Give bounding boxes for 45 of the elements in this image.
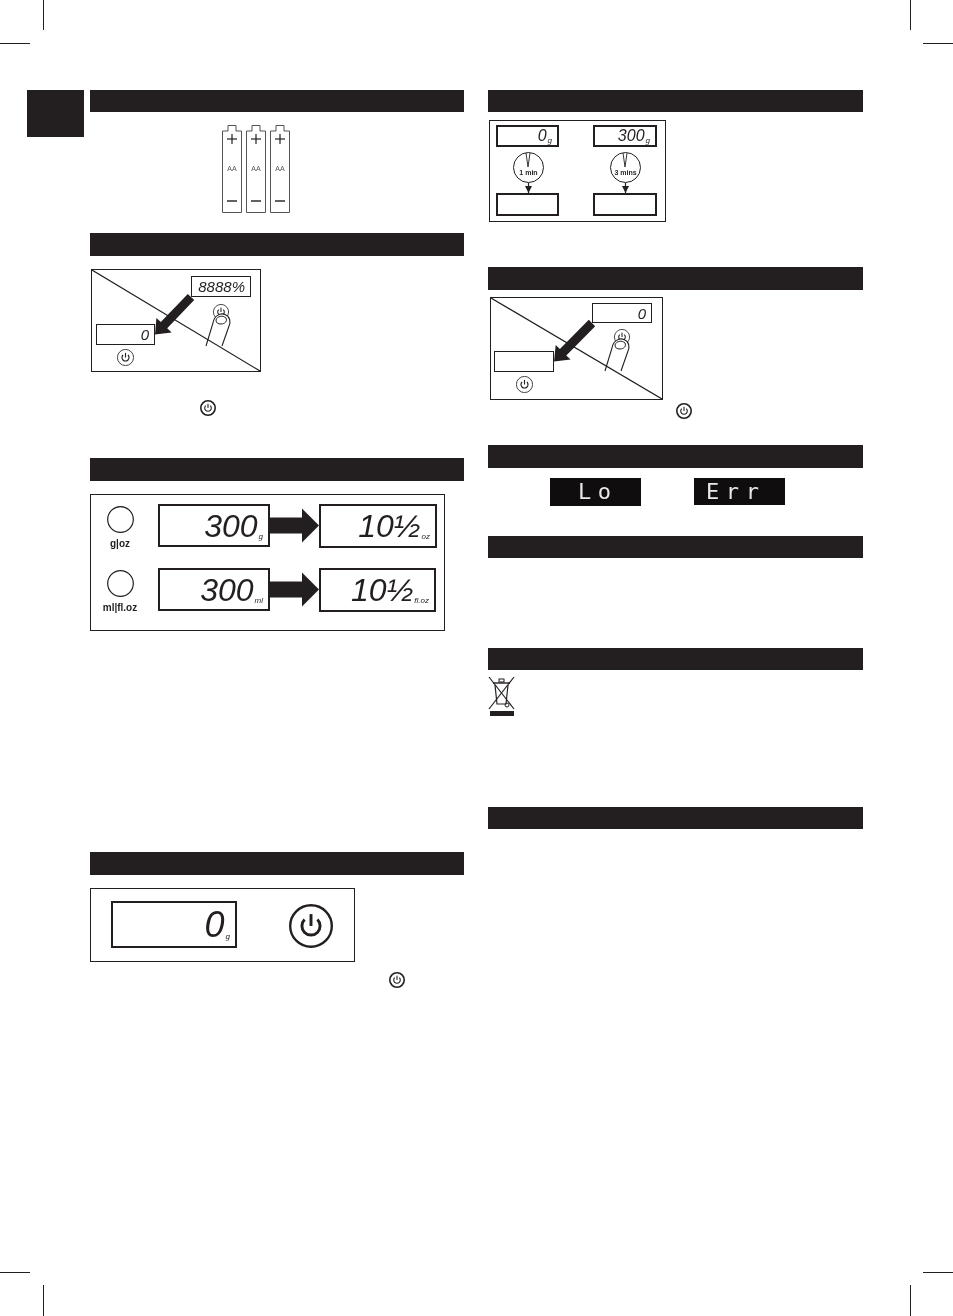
lcd-display: [593, 125, 657, 147]
lcd-display: [319, 568, 436, 612]
lcd-display: [496, 125, 559, 147]
illustration-panel: [90, 888, 355, 962]
display-reading: 300$_{g}$: [204, 509, 263, 542]
lcd-display: [319, 504, 437, 548]
display-reading: 8888%: [198, 279, 245, 294]
display-reading: 10½$_{fl.oz}$: [351, 574, 429, 606]
lcd-display: [158, 504, 270, 547]
button-label: ml|fl.oz: [102, 603, 138, 613]
display-reading: 10½$_{oz}$: [358, 510, 430, 542]
illustration-panel: [490, 297, 663, 400]
lcd-display: [694, 478, 785, 505]
blank-display: [496, 193, 559, 216]
display-reading: 0$_{g}$: [204, 906, 230, 943]
block-arrow: [270, 508, 319, 543]
display-reading: 0$_{g}$: [537, 128, 552, 144]
blank-display: [593, 193, 657, 216]
illustration-panel: [90, 494, 445, 631]
display-reading: 300$_{ml}$: [200, 573, 263, 606]
timer-clock: [513, 152, 544, 183]
lcd-display: [550, 478, 641, 506]
block-arrow: [155, 293, 195, 335]
block-arrow: [554, 319, 596, 362]
display-reading: Err: [706, 480, 766, 503]
block-arrow: [270, 572, 319, 607]
illustration-panel: [91, 269, 261, 372]
display-reading: Lo: [578, 481, 618, 503]
blank-display: [494, 351, 554, 372]
display-reading: 300$_{g}$: [617, 128, 650, 144]
battery: [270, 125, 290, 213]
illustration-panel: [489, 120, 666, 222]
arrow: [622, 182, 629, 194]
arrow: [525, 182, 532, 194]
display-reading: 0: [637, 305, 646, 321]
lcd-display: [158, 568, 270, 611]
lcd-display: [96, 324, 155, 345]
lcd-display: [592, 303, 652, 323]
display-reading: 0: [140, 327, 149, 342]
battery: [246, 125, 266, 213]
lcd-display: [191, 276, 251, 297]
timer-clock: [610, 152, 641, 183]
button-label: g|oz: [110, 539, 130, 549]
lcd-display: [111, 901, 237, 948]
battery: [222, 125, 242, 213]
